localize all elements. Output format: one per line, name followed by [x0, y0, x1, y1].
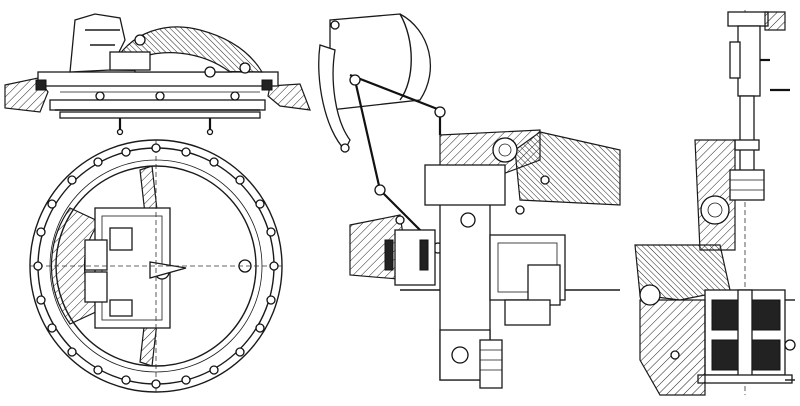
gear-icon	[492, 137, 518, 163]
upper-tube	[737, 25, 761, 97]
upper-bracket	[439, 129, 541, 176]
lower-hull	[639, 299, 706, 396]
handwheel-icon	[700, 195, 730, 225]
flange-bolts	[33, 143, 279, 389]
base-plate	[49, 99, 266, 111]
mechanism-section-view	[318, 13, 621, 389]
hatch-section-view	[4, 13, 311, 136]
round-hatch-plan-view	[29, 139, 283, 393]
column-head	[424, 164, 506, 206]
lower-rail	[59, 111, 261, 119]
cover-rim	[37, 71, 279, 87]
right-hull-section	[267, 83, 311, 111]
latch-block	[109, 51, 151, 71]
lower-knob	[479, 339, 503, 389]
support-wall	[694, 139, 736, 251]
lamp-housing	[329, 13, 432, 111]
motor-unit	[527, 264, 561, 306]
shaft-section-view	[634, 10, 796, 396]
